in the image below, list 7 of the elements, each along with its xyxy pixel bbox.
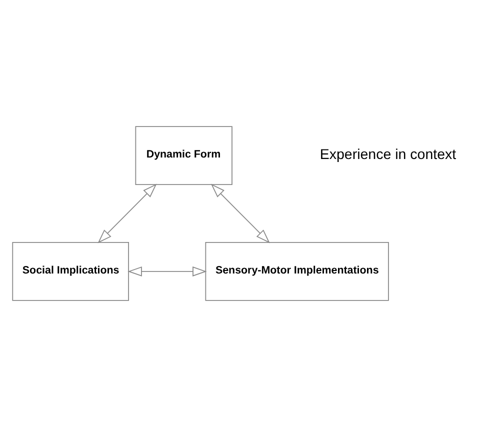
node-box: Social Implications [12, 242, 129, 300]
node-box: Dynamic Form [135, 126, 232, 184]
label: Experience in context [320, 146, 456, 162]
arrow [210, 183, 270, 243]
node-box: Sensory-Motor Implementations [205, 242, 389, 300]
arrow [128, 266, 207, 276]
arrow [98, 183, 157, 243]
